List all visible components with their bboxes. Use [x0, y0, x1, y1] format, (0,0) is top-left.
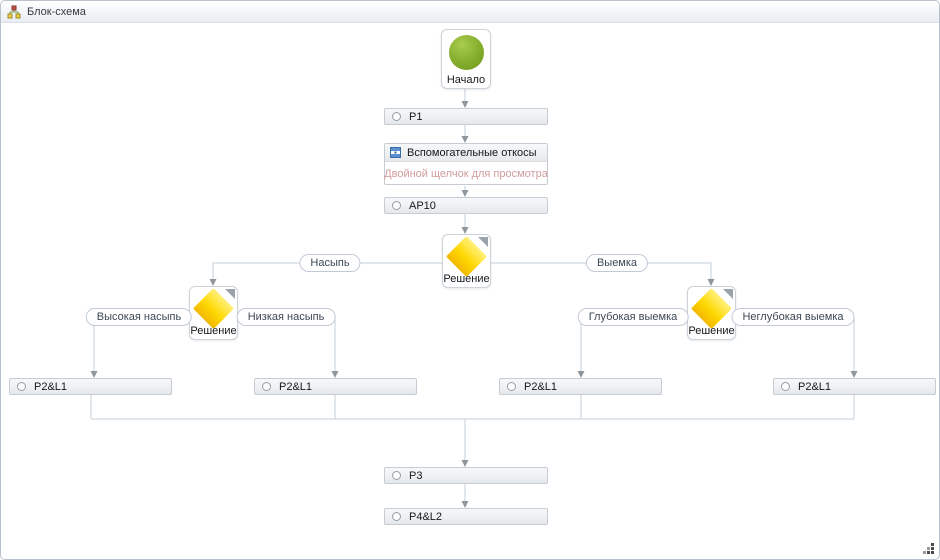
decision-node-label: Решение	[688, 325, 735, 337]
action-box-label: AP10	[409, 199, 436, 212]
decision-node-label: Решение	[190, 325, 237, 337]
subprocess-icon	[390, 147, 401, 158]
action-box-ap10[interactable]: AP10	[384, 197, 548, 214]
panel-titlebar: Блок-схема	[1, 1, 939, 23]
subprocess-title: Вспомогательные откосы	[407, 146, 537, 159]
action-box-p2l1-2[interactable]: P2&L1	[254, 378, 417, 395]
circle-bullet-icon	[392, 512, 401, 521]
start-node-label: Начало	[446, 74, 486, 86]
arrowheads	[90, 101, 858, 508]
decision-node-left[interactable]: Решение	[189, 286, 238, 340]
action-box-label: P2&L1	[279, 380, 313, 393]
circle-bullet-icon	[507, 382, 516, 391]
edge-label-vyemka: Выемка	[585, 254, 649, 272]
decision-node-label: Решение	[443, 273, 490, 285]
flowchart-icon	[7, 5, 21, 19]
action-box-p3[interactable]: P3	[384, 467, 548, 484]
action-box-label: P2&L1	[798, 380, 832, 393]
decision-node-main[interactable]: Решение	[442, 234, 491, 288]
diagram-canvas: Начало P1 Вспомогательные откосы Дв	[1, 23, 939, 559]
connector-lines	[90, 89, 858, 508]
action-box-label: P3	[409, 469, 423, 482]
subprocess-header: Вспомогательные откосы	[385, 144, 547, 162]
panel-title: Блок-схема	[27, 5, 86, 18]
action-box-p2l1-4[interactable]: P2&L1	[773, 378, 936, 395]
subprocess-box[interactable]: Вспомогательные откосы Двойной щелчок дл…	[384, 143, 548, 185]
action-box-p1[interactable]: P1	[384, 108, 548, 125]
action-box-label: P2&L1	[524, 380, 558, 393]
action-box-label: P2&L1	[34, 380, 68, 393]
start-circle-shape	[448, 35, 484, 70]
edge-label-neglubokaya-vyemka: Неглубокая выемка	[731, 308, 855, 326]
circle-bullet-icon	[262, 382, 271, 391]
edge-label-glubokaya-vyemka: Глубокая выемка	[577, 308, 689, 326]
circle-bullet-icon	[392, 112, 401, 121]
collapse-corner-icon	[478, 237, 488, 247]
edge-label-vysokaya-nasyp: Высокая насыпь	[85, 308, 193, 326]
action-box-p2l1-1[interactable]: P2&L1	[9, 378, 172, 395]
circle-bullet-icon	[392, 201, 401, 210]
start-node[interactable]: Начало	[441, 29, 491, 89]
decision-node-right[interactable]: Решение	[687, 286, 736, 340]
action-box-label: P4&L2	[409, 510, 443, 523]
circle-bullet-icon	[17, 382, 26, 391]
circle-bullet-icon	[781, 382, 790, 391]
action-box-p4l2[interactable]: P4&L2	[384, 508, 548, 525]
circle-bullet-icon	[392, 471, 401, 480]
subprocess-hint: Двойной щелчок для просмотра	[384, 167, 548, 180]
edge-label-nizkaya-nasyp: Низкая насыпь	[236, 308, 336, 326]
action-box-label: P1	[409, 110, 423, 123]
action-box-p2l1-3[interactable]: P2&L1	[499, 378, 662, 395]
edge-label-nasyp: Насыпь	[299, 254, 361, 272]
collapse-corner-icon	[723, 289, 733, 299]
collapse-corner-icon	[225, 289, 235, 299]
resize-grip[interactable]	[921, 541, 935, 555]
